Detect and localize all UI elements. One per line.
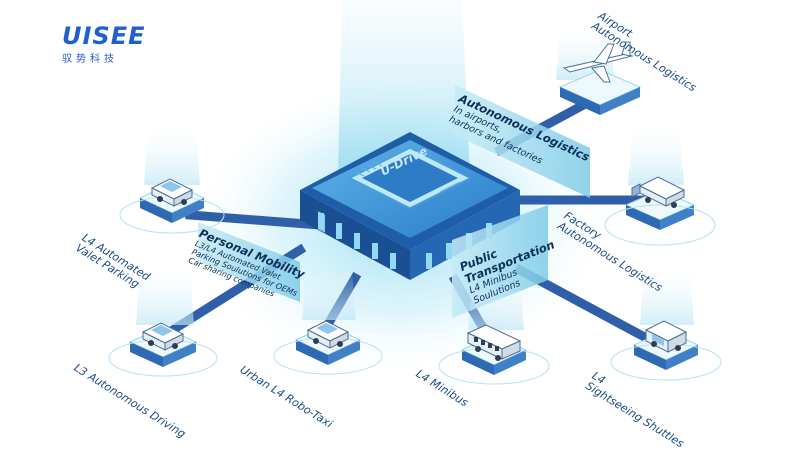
shuttle-icon <box>644 320 688 353</box>
central-hub <box>300 132 520 280</box>
uisee-logo: UISEE 驭势科技 <box>62 24 146 65</box>
car-icon <box>306 320 350 349</box>
hub-beam <box>338 0 470 175</box>
logistics-panel <box>455 85 590 198</box>
brand-name: UISEE <box>62 22 146 50</box>
node-factory <box>604 130 716 246</box>
personal-panel <box>198 222 300 302</box>
node-shuttle <box>610 270 722 381</box>
node-pads <box>108 30 722 385</box>
car-icon <box>141 322 185 351</box>
truck-icon <box>631 176 686 208</box>
car-icon <box>150 178 194 207</box>
brand-subtitle: 驭势科技 <box>62 54 118 65</box>
airplane-icon <box>562 41 634 83</box>
node-l3 <box>108 270 218 377</box>
bus-icon <box>466 324 522 361</box>
connector-valet <box>185 210 325 230</box>
